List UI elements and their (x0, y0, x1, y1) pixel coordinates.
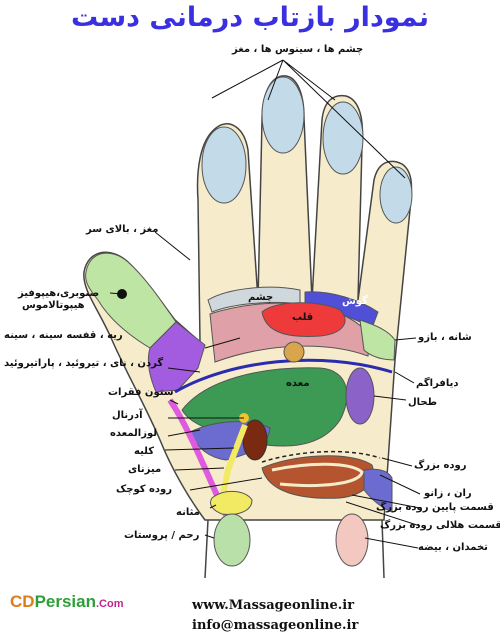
ring-fingertip (322, 101, 364, 175)
stomach-label: معده (286, 378, 310, 389)
kidney-label: کلیه (134, 446, 155, 457)
heart-label: قلب (292, 312, 314, 323)
intestine-coil (271, 462, 364, 487)
diaphragm-line (174, 358, 393, 394)
neck-zone (147, 321, 206, 393)
lung-label: ریه ، قفسه سینه ، سینه (4, 330, 123, 341)
uterus-label: رحم / پروستات (124, 530, 200, 541)
spine-label: ستون فقرات (108, 387, 174, 398)
bladder-zone (209, 491, 253, 515)
pineal-label-1: صنوبری،هیپوفیز (18, 288, 100, 299)
large-intestine-label: روده بزرگ (414, 460, 467, 471)
colon-dash (261, 450, 381, 463)
lower-colon-label: قسمت پایین روده بزرگ (376, 502, 494, 513)
duodenum-label: لوزالمعده (110, 428, 157, 439)
heart-zone (261, 302, 346, 337)
shoulder-zone (359, 319, 396, 361)
brain-label: مغز ، بالای سر (86, 224, 159, 235)
neck-label: گردن ، نای ، تیروئید ، پاراتیروئید (4, 358, 164, 369)
ureter-zone (219, 423, 248, 501)
kidney-bean (242, 419, 268, 461)
cdpersian-logo: CDPersian.Com (10, 592, 124, 611)
thigh-knee-label: ران ، زانو (424, 488, 472, 499)
little-fingertip (379, 166, 413, 224)
spleen-label: طحال (408, 397, 438, 408)
ureter-label: میزنای (128, 464, 162, 475)
middle-fingertip (261, 76, 305, 154)
eye-label: چشم (248, 292, 274, 303)
shoulder-label: شانه ، بازو (418, 332, 472, 343)
page-title: نمودار بازتاب درمانی دست (71, 2, 429, 33)
adrenal-label: آدرنال (112, 410, 143, 421)
spleen-zone (345, 367, 375, 425)
solar-plexus-point (283, 341, 305, 363)
sigmoid-colon-label: قسمت هلالی روده بزرگ (380, 520, 500, 531)
ovary-zone (335, 513, 369, 567)
bladder-label: مثانه (176, 507, 200, 518)
index-fingertip (201, 126, 247, 204)
uterus-zone (213, 513, 251, 567)
eyes-sinus-label: چشم ها ، سینوس ها ، مغز (232, 44, 364, 55)
diaphragm-label: دیافراگم (416, 378, 459, 389)
website-link[interactable]: www.Massageonline.ir (192, 598, 355, 613)
ear-label: گوش (342, 296, 368, 307)
pineal-label-2: هیپوتالاموس (22, 300, 85, 311)
ovary-label: تخمدان ، بیضه (418, 542, 488, 553)
email-link[interactable]: info@massageonline.ir (192, 618, 359, 633)
small-intestine-label: روده کوچک (116, 484, 173, 495)
wrist-outline (204, 519, 385, 579)
